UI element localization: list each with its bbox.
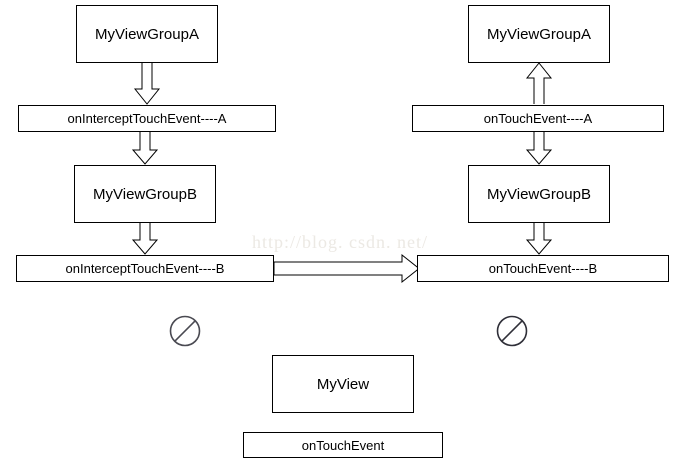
node-right-myviewgroupb[interactable]: MyViewGroupB	[468, 165, 610, 223]
arrow-down-touch-a-to-viewgroup-b	[525, 132, 553, 165]
no-entry-icon-left	[169, 315, 201, 347]
node-right-ontouchevent-b[interactable]: onTouchEvent----B	[417, 255, 669, 282]
node-right-ontouchevent-a[interactable]: onTouchEvent----A	[412, 105, 664, 132]
node-left-oninterceptouchevent-b[interactable]: onInterceptTouchEvent----B	[16, 255, 274, 282]
node-right-myviewgroupa[interactable]: MyViewGroupA	[468, 5, 610, 63]
arrow-down-a-to-intercept-a	[133, 63, 161, 105]
arrow-up-touch-a-to-viewgroup-a	[525, 62, 553, 104]
arrow-down-viewgroup-b-to-intercept-b	[131, 223, 159, 255]
arrow-down-intercept-a-to-viewgroup-b	[131, 132, 159, 165]
node-myview[interactable]: MyView	[272, 355, 414, 413]
no-entry-icon-right	[496, 315, 528, 347]
node-left-myviewgroupa[interactable]: MyViewGroupA	[76, 5, 218, 63]
arrow-down-viewgroup-b-to-touch-b	[525, 223, 553, 255]
node-ontouchevent[interactable]: onTouchEvent	[243, 432, 443, 458]
node-left-oninterceptouchevent-a[interactable]: onInterceptTouchEvent----A	[18, 105, 276, 132]
arrow-right-intercept-b-to-touch-b	[273, 253, 420, 284]
watermark-text: http://blog. csdn. net/	[252, 232, 428, 252]
node-left-myviewgroupb[interactable]: MyViewGroupB	[74, 165, 216, 223]
